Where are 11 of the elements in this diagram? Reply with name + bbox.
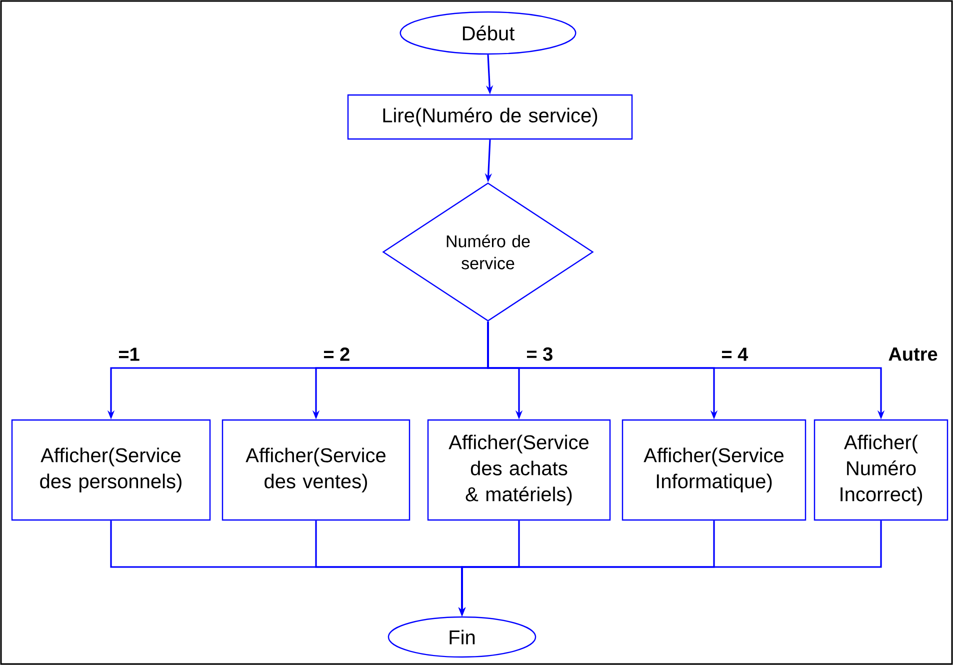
process-box: Afficher(Service Informatique) — [622, 419, 806, 521]
edge-label: = 4 — [720, 346, 750, 362]
process-box: Afficher(Service des achats & matériels) — [427, 419, 611, 521]
process-box: Afficher( Numéro Incorrect) — [814, 419, 948, 521]
edge-label: Autre — [887, 346, 939, 362]
edge-label: =1 — [117, 346, 141, 362]
process-box: Afficher(Service des personnels) — [11, 419, 211, 521]
process-box: Lire(Numéro de service) — [347, 94, 633, 140]
edge-label: = 2 — [322, 346, 352, 362]
process-box: Afficher(Service des ventes) — [222, 419, 410, 521]
edge-label: = 3 — [525, 346, 554, 362]
